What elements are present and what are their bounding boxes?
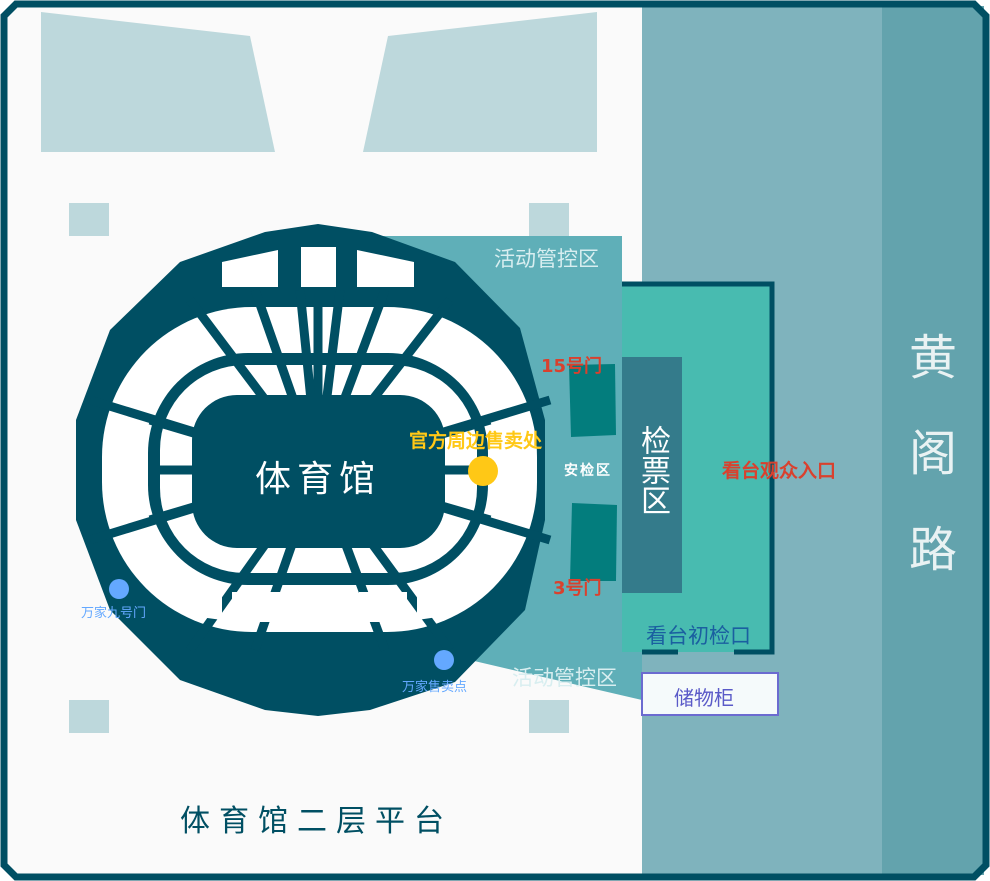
entrance-wall bbox=[622, 281, 775, 655]
wanjia-gate9-label: 万家九号门 bbox=[81, 606, 147, 621]
gate-3[interactable] bbox=[570, 503, 617, 581]
first-check-label: 看台初检口 bbox=[646, 624, 751, 648]
road-strip bbox=[882, 6, 984, 875]
official-shop-marker[interactable] bbox=[468, 456, 498, 486]
security-zone-label: 安检区 bbox=[564, 463, 612, 479]
pillar bbox=[69, 700, 109, 733]
wanjia-shop-label: 万家售卖点 bbox=[402, 680, 468, 695]
road-name: 黄 阁 路 bbox=[905, 310, 961, 598]
road-char: 黄 bbox=[908, 330, 957, 386]
ticket-zone-label: 检票区 bbox=[635, 425, 670, 515]
ticket-zone bbox=[622, 357, 682, 593]
pillar bbox=[529, 203, 569, 236]
wanjia-shop-marker[interactable] bbox=[434, 650, 454, 670]
venue-name: 体育馆 bbox=[255, 459, 382, 500]
road-char: 路 bbox=[908, 522, 957, 578]
pillar bbox=[69, 203, 109, 236]
gate-3-label: 3号门 bbox=[553, 578, 602, 599]
roof-right bbox=[363, 12, 597, 152]
lockers-label[interactable]: 储物柜 bbox=[674, 686, 734, 710]
stadium bbox=[76, 224, 552, 716]
wanjia-gate9-marker[interactable] bbox=[109, 579, 129, 599]
pillar bbox=[529, 700, 569, 733]
platform-label: 体育馆二层平台 bbox=[180, 804, 453, 839]
lockers[interactable] bbox=[641, 672, 779, 716]
gate-15[interactable] bbox=[569, 364, 616, 437]
control-zone-top-label: 活动管控区 bbox=[494, 247, 599, 271]
official-shop-label: 官方周边售卖处 bbox=[409, 430, 543, 452]
audience-entrance-label: 看台观众入口 bbox=[722, 460, 837, 482]
control-zone-bottom-label: 活动管控区 bbox=[512, 666, 617, 690]
roof-left bbox=[41, 12, 275, 152]
road-char: 阁 bbox=[908, 426, 957, 482]
gate-15-label: 15号门 bbox=[541, 356, 603, 377]
